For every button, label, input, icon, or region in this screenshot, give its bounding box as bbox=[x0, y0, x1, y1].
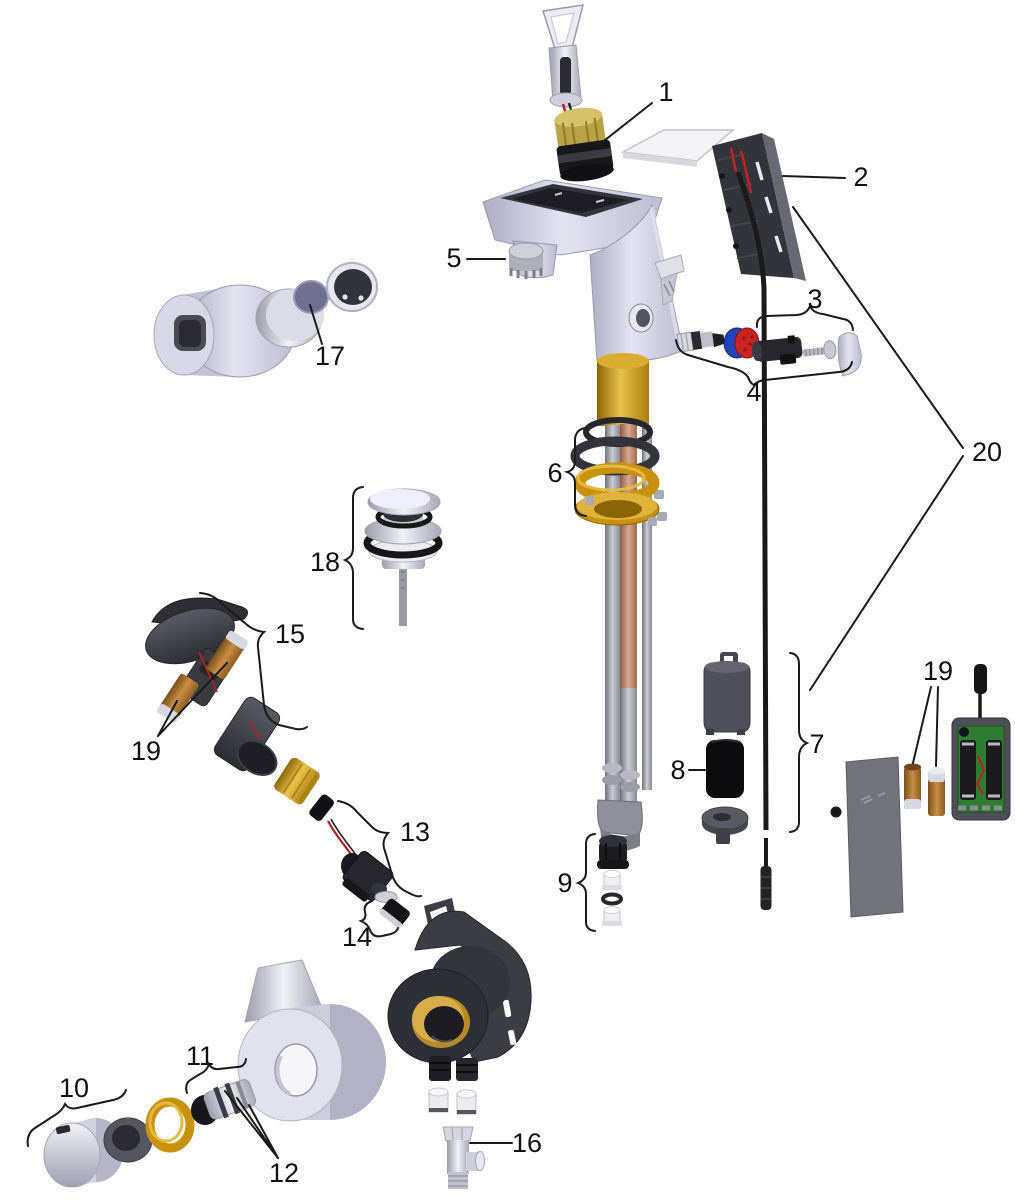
part-1-sensor-cartridge bbox=[542, 4, 614, 182]
part-11-brass-nut bbox=[145, 1097, 195, 1153]
brace-14 bbox=[358, 900, 399, 938]
callout-lines bbox=[26, 102, 964, 1159]
brace-11 bbox=[185, 1058, 247, 1094]
part-label-8: 8 bbox=[670, 755, 685, 785]
mixing-valve-body bbox=[387, 898, 532, 1081]
part-8-cover bbox=[706, 740, 744, 798]
part-label-13: 13 bbox=[400, 817, 430, 847]
temperature-handle bbox=[837, 332, 862, 377]
part-label-5: 5 bbox=[446, 243, 461, 273]
part-4-handle-kit bbox=[676, 327, 862, 377]
part-label-10: 10 bbox=[59, 1073, 89, 1103]
brace-13 bbox=[337, 800, 422, 898]
leader-1 bbox=[599, 102, 653, 145]
brace-18 bbox=[342, 486, 364, 630]
part-14-seal-and-nut bbox=[374, 891, 410, 929]
inlet-filters bbox=[428, 1087, 477, 1115]
part-label-17: 17 bbox=[315, 341, 345, 371]
part-label-7: 7 bbox=[809, 729, 824, 759]
escutcheon bbox=[237, 959, 386, 1122]
part-label-20: 20 bbox=[972, 437, 1002, 467]
control-box-cover bbox=[830, 756, 904, 918]
part-label-6: 6 bbox=[547, 458, 562, 488]
part-labels: 1 2 3 4 5 6 7 8 9 10 11 12 13 14 15 16 1… bbox=[59, 77, 1002, 1188]
part-label-18: 18 bbox=[310, 547, 340, 577]
part-15-battery-holder bbox=[145, 597, 281, 777]
part-19-batteries-right bbox=[904, 763, 945, 816]
part-label-19-right: 19 bbox=[923, 656, 953, 686]
brace-6 bbox=[563, 427, 587, 517]
part-10-cap-and-ring bbox=[43, 1117, 153, 1188]
part-label-3: 3 bbox=[807, 284, 822, 314]
part-17-sensor-window-set bbox=[153, 262, 378, 378]
leader-19-left bbox=[157, 662, 228, 737]
battery-box bbox=[951, 664, 1011, 821]
leader-2 bbox=[782, 175, 846, 179]
part-13-solenoid-valve bbox=[309, 794, 394, 902]
part-label-2: 2 bbox=[853, 162, 868, 192]
brace-15 bbox=[199, 592, 308, 731]
brace-10 bbox=[26, 1089, 127, 1147]
cartridge-adapter bbox=[676, 330, 725, 353]
part-label-15: 15 bbox=[275, 619, 305, 649]
leader-20 bbox=[792, 206, 964, 691]
part-7-cover-stack bbox=[701, 652, 751, 844]
handle-screw bbox=[802, 340, 837, 360]
brass-cap bbox=[274, 757, 320, 805]
leader-19-right bbox=[912, 686, 939, 767]
part-label-4: 4 bbox=[746, 377, 761, 407]
sensor-cable bbox=[735, 171, 772, 910]
fixing-clip bbox=[654, 254, 685, 306]
part-label-9: 9 bbox=[557, 868, 572, 898]
brace-4 bbox=[675, 339, 853, 387]
brace-7 bbox=[789, 652, 810, 833]
part-5-aerator bbox=[508, 242, 544, 279]
leader-17 bbox=[309, 304, 323, 345]
part-19-batteries-left bbox=[157, 630, 248, 723]
part-12-cartridge bbox=[191, 1079, 257, 1125]
part-label-11: 11 bbox=[186, 1041, 214, 1071]
part-label-19-left: 19 bbox=[131, 736, 161, 766]
part-9-shank-fittings bbox=[597, 835, 629, 926]
part-label-16: 16 bbox=[512, 1128, 542, 1158]
part-label-14: 14 bbox=[342, 922, 372, 952]
brace-3 bbox=[755, 303, 854, 331]
part-label-1: 1 bbox=[658, 77, 673, 107]
valve-stem bbox=[751, 335, 803, 365]
part-2-bracket-panel bbox=[620, 129, 806, 281]
leader-12 bbox=[224, 1090, 279, 1159]
part-label-12: 12 bbox=[269, 1158, 299, 1188]
brace-9 bbox=[575, 833, 596, 932]
part-18-drain-assembly bbox=[363, 488, 443, 626]
part-16-t-valve bbox=[442, 1126, 485, 1189]
